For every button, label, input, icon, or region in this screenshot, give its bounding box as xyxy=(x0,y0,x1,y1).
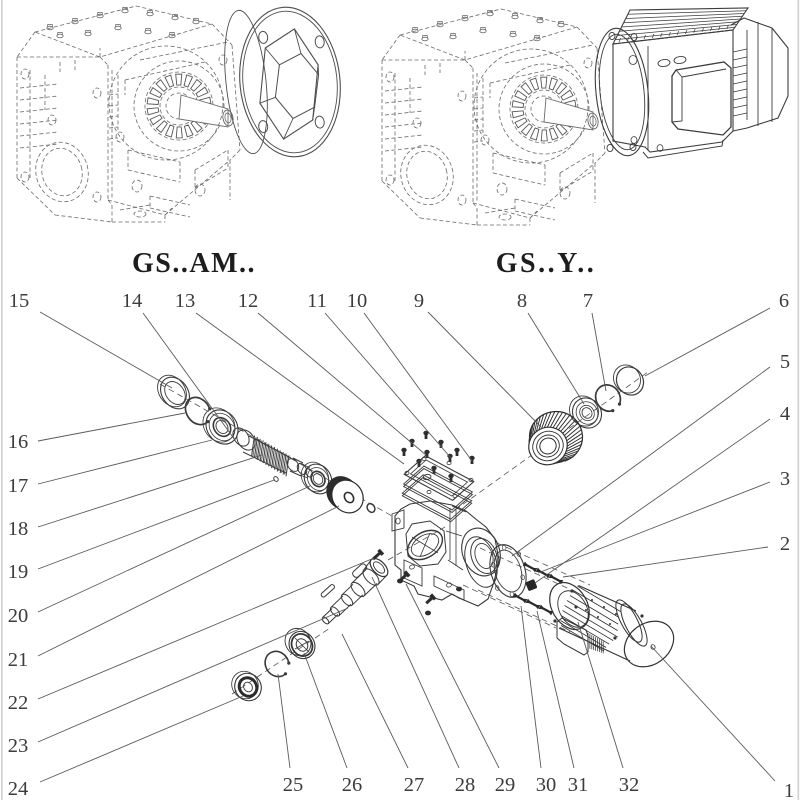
svg-text:17: 17 xyxy=(8,475,29,497)
svg-text:10: 10 xyxy=(347,290,368,312)
svg-text:31: 31 xyxy=(568,774,589,796)
svg-text:15: 15 xyxy=(9,290,30,312)
svg-text:26: 26 xyxy=(342,774,363,796)
svg-text:11: 11 xyxy=(307,290,327,312)
svg-text:25: 25 xyxy=(283,774,304,796)
svg-text:7: 7 xyxy=(583,290,593,312)
svg-text:9: 9 xyxy=(414,290,424,312)
svg-text:20: 20 xyxy=(8,605,29,627)
svg-text:27: 27 xyxy=(404,774,425,796)
svg-text:16: 16 xyxy=(8,431,29,453)
svg-text:12: 12 xyxy=(238,290,259,312)
svg-text:23: 23 xyxy=(8,735,29,757)
svg-text:14: 14 xyxy=(122,290,143,312)
svg-text:2: 2 xyxy=(780,533,790,555)
svg-text:32: 32 xyxy=(619,774,640,796)
svg-text:6: 6 xyxy=(779,290,789,312)
svg-text:19: 19 xyxy=(8,561,29,583)
svg-text:1: 1 xyxy=(784,780,794,800)
svg-text:28: 28 xyxy=(455,774,476,796)
svg-text:21: 21 xyxy=(8,649,29,671)
svg-text:30: 30 xyxy=(536,774,557,796)
svg-text:8: 8 xyxy=(517,290,527,312)
svg-text:29: 29 xyxy=(495,774,516,796)
svg-text:18: 18 xyxy=(8,518,29,540)
svg-text:GS..AM..: GS..AM.. xyxy=(132,248,256,279)
svg-text:24: 24 xyxy=(8,778,29,800)
svg-text:22: 22 xyxy=(8,692,29,714)
svg-text:GS..Y..: GS..Y.. xyxy=(496,248,597,279)
svg-text:3: 3 xyxy=(780,468,790,490)
svg-text:13: 13 xyxy=(175,290,196,312)
svg-text:4: 4 xyxy=(780,403,790,425)
svg-text:5: 5 xyxy=(780,351,790,373)
